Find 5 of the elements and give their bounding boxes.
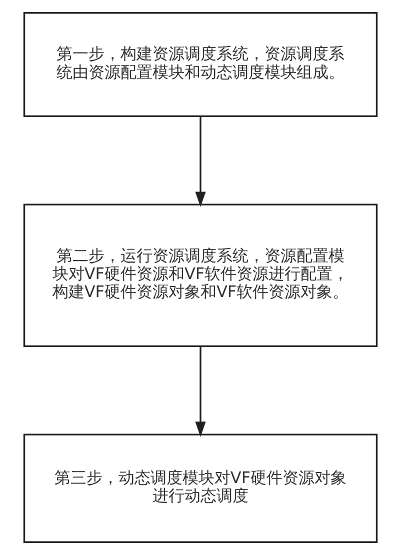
arrow	[194, 346, 206, 437]
node-box: 第二步，运行资源调度系统，资源配置模块对VF硬件资源和VF软件资源进行配置，构建VF硬件资源对象和VF软件资源对象。	[22, 204, 378, 348]
arrow	[194, 116, 206, 207]
node-box: 第一步，构建资源调度系统，资源调度系统由资源配置模块和动态调度模块组成。	[22, 12, 378, 118]
node-box: 第三步，动态调度模块对VF硬件资源对象进行动态调度	[22, 434, 378, 543]
